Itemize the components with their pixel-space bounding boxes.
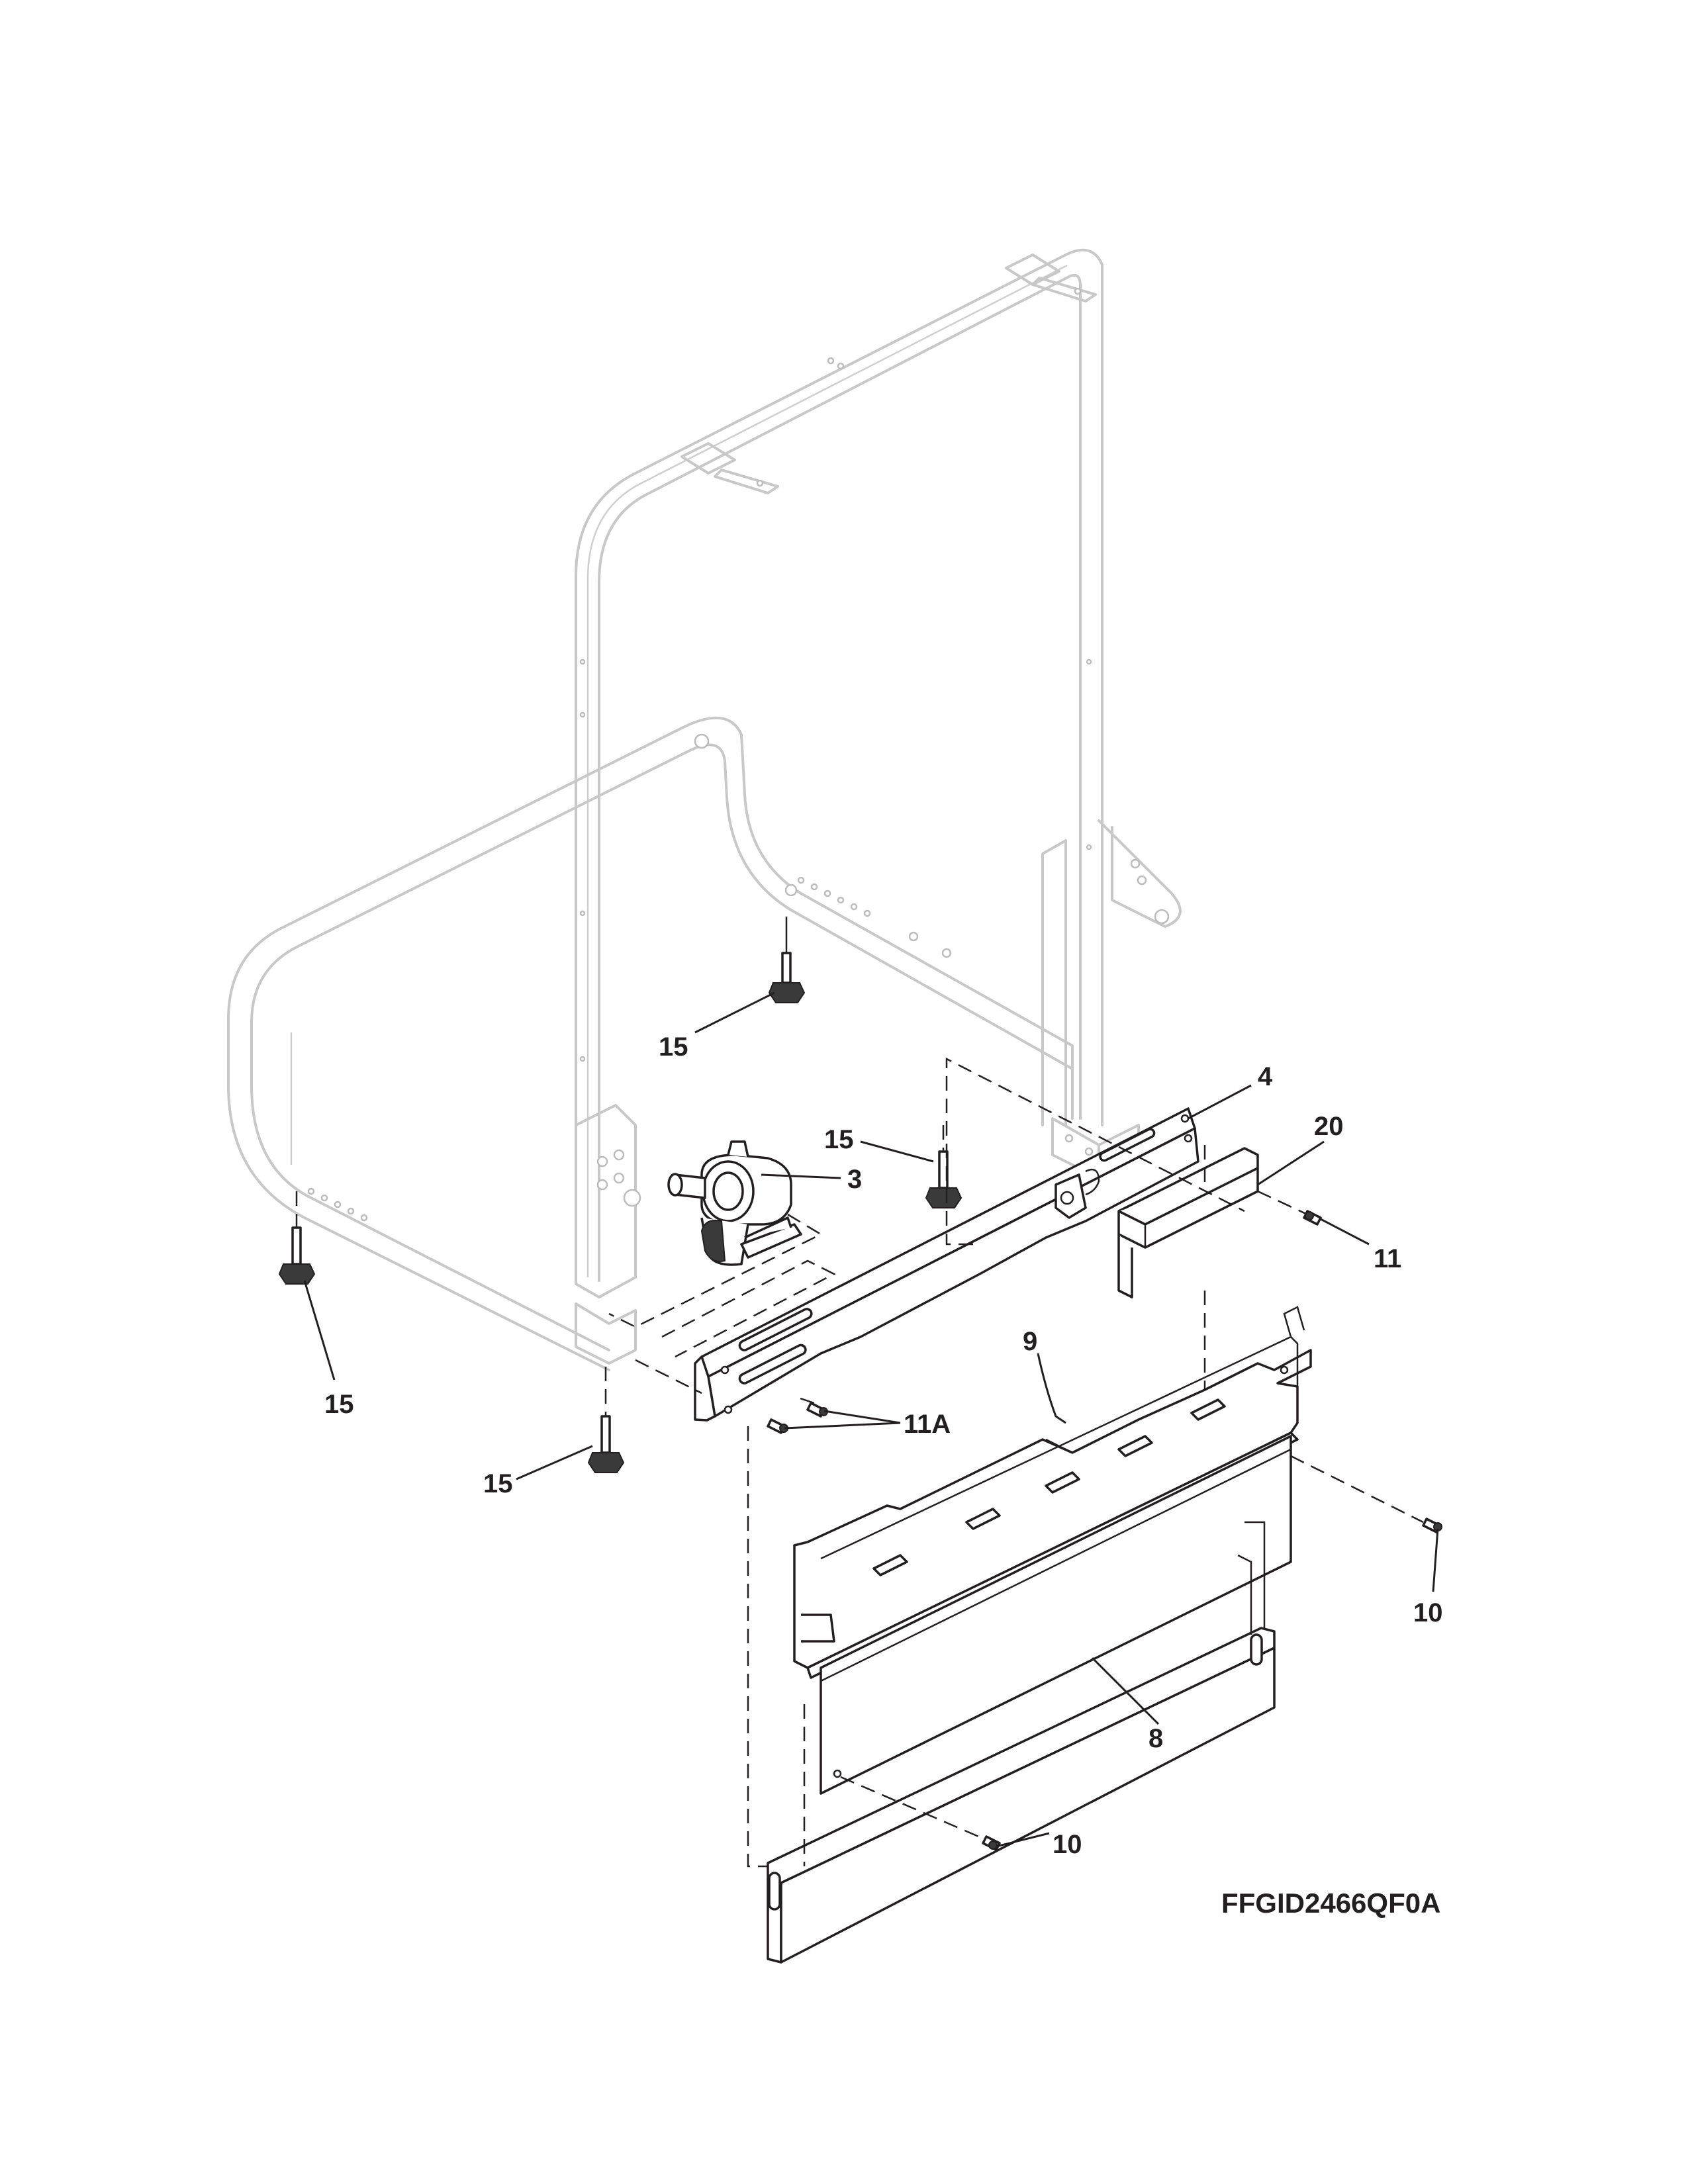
callout-water-valve: 3 <box>847 1165 862 1194</box>
callout-base-rail: 4 <box>1258 1062 1273 1091</box>
leveling-leg-left <box>278 1191 316 1285</box>
callout-leaders <box>303 991 1439 1848</box>
bracket <box>1117 1147 1259 1298</box>
water-valve <box>667 1140 802 1266</box>
screw-bracket-11 <box>1257 1190 1322 1226</box>
screw-right-10 <box>1290 1455 1442 1533</box>
callout-screw-bottom: 10 <box>1053 1830 1082 1859</box>
leveling-leg-back <box>768 917 806 1003</box>
callout-bracket: 20 <box>1314 1112 1344 1141</box>
leveling-leg-mid <box>925 1125 962 1208</box>
tub-frame <box>227 248 1182 1371</box>
assembly-dashed-lines <box>608 1057 1245 1868</box>
kick-plate <box>767 1435 1292 1964</box>
model-code: FFGID2466QF0A <box>1221 1888 1440 1919</box>
callout-leveler-left: 15 <box>324 1390 354 1419</box>
callout-leveler-back: 15 <box>659 1032 688 1062</box>
callout-screw-right: 10 <box>1413 1598 1443 1627</box>
screw-bottom-10 <box>840 1776 1001 1851</box>
callout-screws-rail: 11A <box>904 1410 951 1439</box>
callout-screw-bracket: 11 <box>1374 1244 1401 1273</box>
base-rail <box>694 1107 1199 1422</box>
leveling-leg-front <box>587 1367 625 1473</box>
screws-rail-11a <box>767 1402 828 1434</box>
callout-kick-plate: 8 <box>1149 1724 1163 1753</box>
callout-leveler-front: 15 <box>483 1469 513 1498</box>
callout-leveler-mid: 15 <box>824 1125 854 1154</box>
callout-toe-kick: 9 <box>1023 1327 1037 1356</box>
callout-labels: 15 15 15 15 4 3 20 11 9 11A 10 8 10 <box>324 1032 1443 1859</box>
